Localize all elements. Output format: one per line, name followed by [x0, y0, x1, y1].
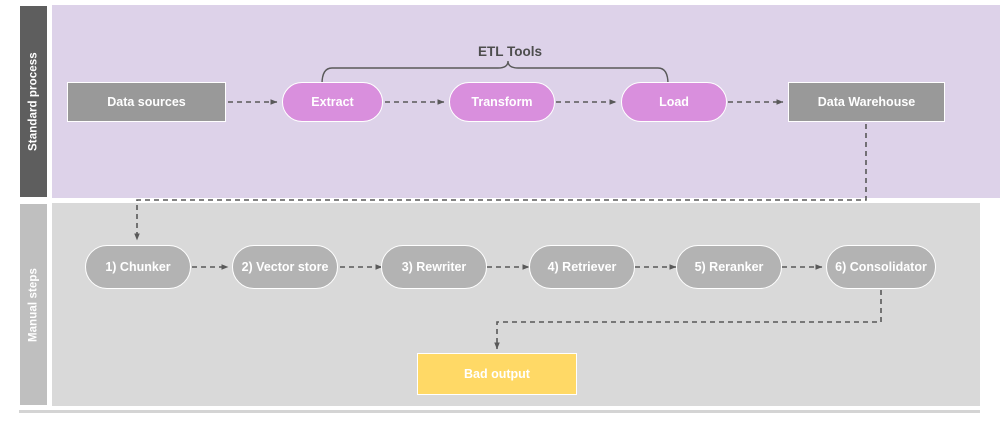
node-bad-output[interactable]: Bad output: [417, 353, 577, 395]
node-vector-store[interactable]: 2) Vector store: [232, 245, 338, 289]
node-load[interactable]: Load: [621, 82, 727, 122]
lane-label-manual-steps: Manual steps: [19, 203, 48, 406]
lane-label-standard-process: Standard process: [19, 5, 48, 198]
node-consolidator[interactable]: 6) Consolidator: [826, 245, 936, 289]
etl-tools-label: ETL Tools: [478, 44, 542, 59]
node-retriever[interactable]: 4) Retriever: [529, 245, 635, 289]
node-reranker[interactable]: 5) Reranker: [676, 245, 782, 289]
node-rewriter[interactable]: 3) Rewriter: [381, 245, 487, 289]
bottom-divider-rule: [19, 410, 980, 413]
node-data-sources[interactable]: Data sources: [67, 82, 226, 122]
node-data-warehouse[interactable]: Data Warehouse: [788, 82, 945, 122]
node-transform[interactable]: Transform: [449, 82, 555, 122]
node-extract[interactable]: Extract: [282, 82, 383, 122]
node-chunker[interactable]: 1) Chunker: [85, 245, 191, 289]
